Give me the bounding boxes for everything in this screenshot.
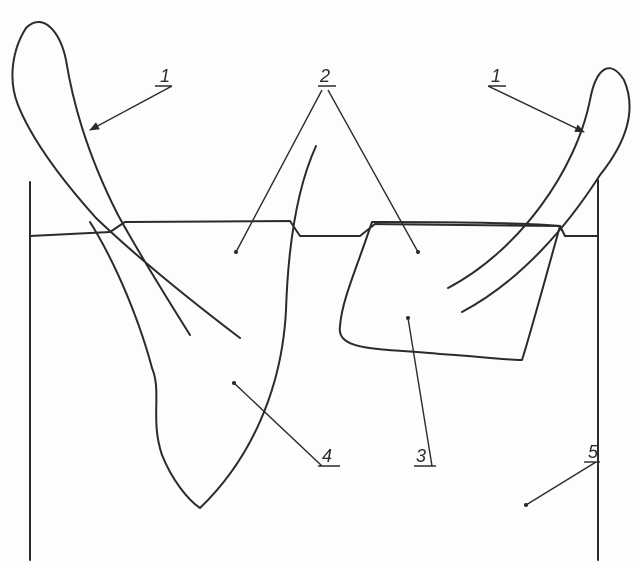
label-bath: 5 — [588, 442, 599, 462]
label-sample-left: 4 — [322, 446, 332, 466]
leader-blade-right — [487, 85, 585, 133]
blade-left — [11, 21, 241, 339]
leader-5 — [525, 461, 597, 506]
label-blade-left: 1 — [160, 66, 170, 86]
point-2-right — [416, 250, 420, 254]
blade-right — [447, 67, 631, 313]
point-2-left — [234, 250, 238, 254]
point-3 — [406, 316, 410, 320]
label-liquid-surface-part: 2 — [319, 66, 330, 86]
leader-3 — [407, 317, 433, 467]
leader-2-left — [235, 89, 323, 253]
leader-blade-left — [89, 85, 173, 131]
sample-left — [89, 145, 317, 509]
liquid-surface-line — [29, 220, 599, 237]
point-5 — [524, 503, 528, 507]
leader-4 — [233, 382, 323, 467]
sample-right — [338, 221, 561, 361]
label-blade-right: 1 — [491, 66, 501, 86]
leader-2-right — [327, 89, 419, 253]
label-sample-right: 3 — [416, 446, 426, 466]
point-4 — [232, 381, 236, 385]
